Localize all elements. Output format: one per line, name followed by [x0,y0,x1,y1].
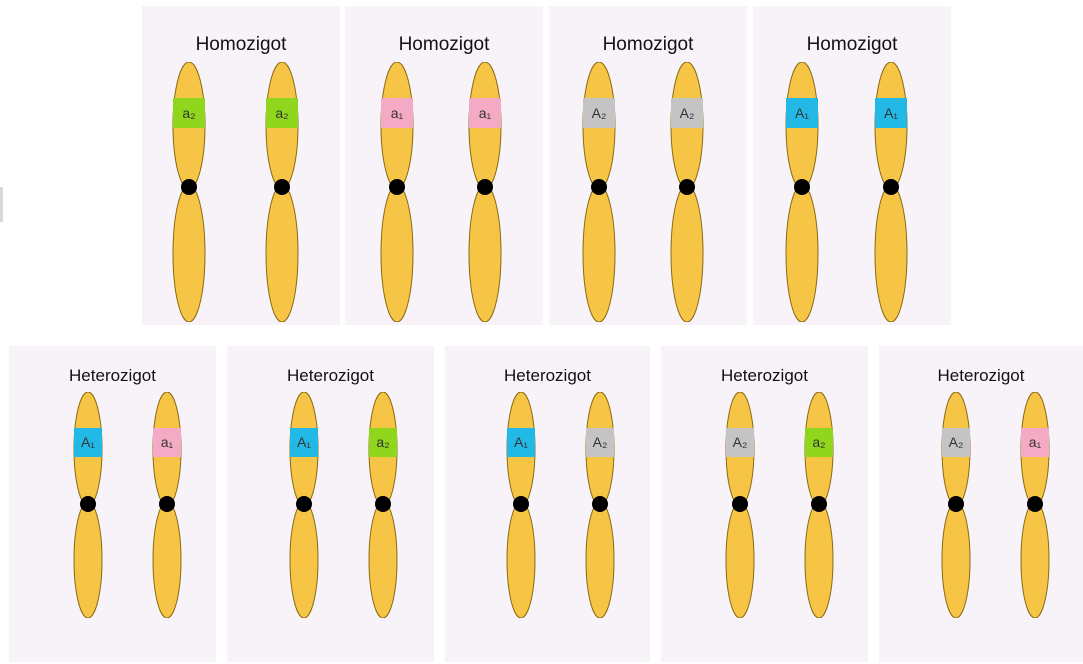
panel-title: Heterozigot [445,366,650,386]
allele-label: A₂ [942,428,970,457]
chromosome-2 [803,392,835,618]
centromere [181,179,197,195]
panel-title: Heterozigot [227,366,434,386]
chromosome-lower-arm [173,185,205,322]
edge-mark [0,187,3,222]
chromosome-2 [367,392,399,618]
chromosome-lower-arm [290,502,318,618]
allele-label: A₂ [583,98,615,128]
chromosome-lower-arm [805,502,833,618]
centromere [477,179,493,195]
chromosome-lower-arm [726,502,754,618]
centromere [1027,496,1043,512]
chromosome-lower-arm [507,502,535,618]
centromere [794,179,810,195]
panel-title: Heterozigot [661,366,868,386]
chromosome-2 [151,392,183,618]
allele-label: A₁ [74,428,102,457]
panel-title: Homozigot [142,34,340,56]
chromosome-lower-arm [381,185,413,322]
homozygote-panel-1: Homozigot a₂ a₂ [142,6,340,325]
centromere [375,496,391,512]
allele-label: A₁ [786,98,818,128]
centromere [732,496,748,512]
chromosome-lower-arm [1021,502,1049,618]
centromere [296,496,312,512]
panel-title: Heterozigot [879,366,1083,386]
chromosome-lower-arm [153,502,181,618]
allele-label: A₂ [671,98,703,128]
allele-label: a₂ [805,428,833,457]
chromosome-1 [505,392,537,618]
panel-title: Heterozigot [9,366,216,386]
allele-label: a₂ [173,98,205,128]
allele-label: a₁ [153,428,181,457]
chromosome-1 [72,392,104,618]
chromosome-lower-arm [369,502,397,618]
chromosome-1 [288,392,320,618]
chromosome-2 [1019,392,1051,618]
allele-label: a₁ [469,98,501,128]
chromosome-lower-arm [786,185,818,322]
allele-label: A₂ [586,428,614,457]
chromosome-2 [584,392,616,618]
chromosome-lower-arm [469,185,501,322]
chromosome-lower-arm [875,185,907,322]
centromere [592,496,608,512]
allele-label: a₁ [381,98,413,128]
centromere [679,179,695,195]
chromosome-lower-arm [266,185,298,322]
centromere [591,179,607,195]
allele-label: A₂ [726,428,754,457]
chromosome-1 [724,392,756,618]
panel-title: Homozigot [345,34,543,56]
chromosome-lower-arm [583,185,615,322]
chromosome-lower-arm [942,502,970,618]
centromere [948,496,964,512]
centromere [883,179,899,195]
centromere [80,496,96,512]
centromere [159,496,175,512]
allele-label: A₁ [290,428,318,457]
homozygote-panel-2: Homozigot a₁ a₁ [345,6,543,325]
centromere [513,496,529,512]
panel-title: Homozigot [549,34,747,56]
centromere [389,179,405,195]
chromosome-1 [940,392,972,618]
allele-label: a₂ [369,428,397,457]
centromere [274,179,290,195]
allele-label: a₁ [1021,428,1049,457]
allele-label: A₁ [507,428,535,457]
allele-label: A₁ [875,98,907,128]
centromere [811,496,827,512]
chromosome-lower-arm [671,185,703,322]
panel-title: Homozigot [753,34,951,56]
chromosome-lower-arm [74,502,102,618]
allele-label: a₂ [266,98,298,128]
chromosome-lower-arm [586,502,614,618]
